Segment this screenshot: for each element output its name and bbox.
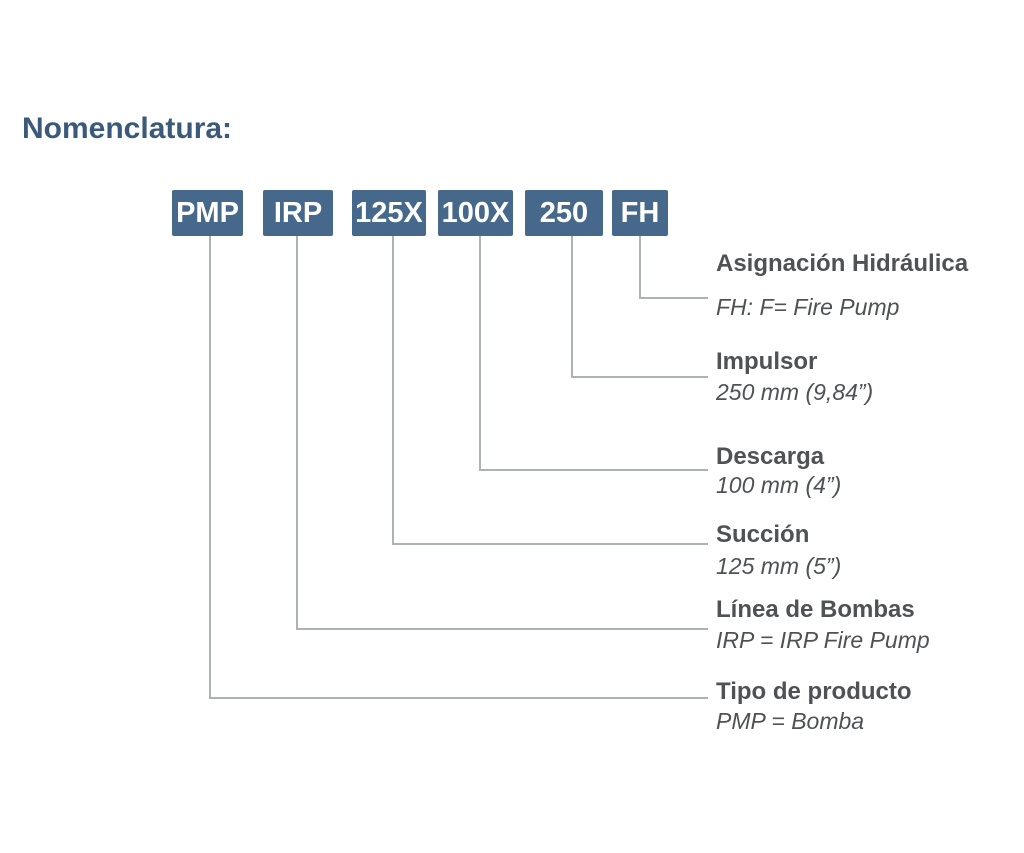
connector-fh-horizontal bbox=[639, 297, 708, 299]
code-box-irp: IRP bbox=[263, 190, 333, 236]
connector-250-horizontal bbox=[571, 376, 708, 378]
connector-125x-horizontal bbox=[392, 543, 708, 545]
label-succion-title: Succión bbox=[716, 521, 810, 548]
connector-irp-horizontal bbox=[296, 628, 708, 630]
label-tipo-de-producto-detail: PMP = Bomba bbox=[716, 708, 865, 734]
page-title: Nomenclatura: bbox=[22, 112, 233, 145]
code-box-100x: 100X bbox=[438, 190, 513, 236]
label-impulsor-detail: 250 mm (9,84”) bbox=[716, 379, 874, 405]
connector-125x-vertical bbox=[392, 236, 394, 545]
label-asignacion-hidraulica-title: Asignación Hidráulica bbox=[716, 250, 969, 277]
code-box-250: 250 bbox=[525, 190, 603, 236]
label-asignacion-hidraulica-detail: FH: F= Fire Pump bbox=[716, 294, 900, 320]
code-box-fh: FH bbox=[612, 190, 668, 236]
label-descarga-detail: 100 mm (4”) bbox=[716, 472, 842, 498]
connector-100x-horizontal bbox=[479, 469, 708, 471]
connector-pmp-vertical bbox=[209, 236, 211, 699]
label-linea-de-bombas-detail: IRP = IRP Fire Pump bbox=[716, 627, 930, 653]
label-tipo-de-producto-title: Tipo de producto bbox=[716, 678, 912, 705]
code-box-pmp: PMP bbox=[172, 190, 243, 236]
connector-pmp-horizontal bbox=[209, 697, 708, 699]
connector-irp-vertical bbox=[296, 236, 298, 630]
label-linea-de-bombas-title: Línea de Bombas bbox=[716, 596, 915, 623]
connector-100x-vertical bbox=[479, 236, 481, 471]
label-descarga-title: Descarga bbox=[716, 443, 825, 470]
label-succion-detail: 125 mm (5”) bbox=[716, 553, 842, 579]
connector-fh-vertical bbox=[639, 236, 641, 299]
label-impulsor-title: Impulsor bbox=[716, 348, 818, 375]
code-box-125x: 125X bbox=[352, 190, 426, 236]
connector-250-vertical bbox=[571, 236, 573, 378]
